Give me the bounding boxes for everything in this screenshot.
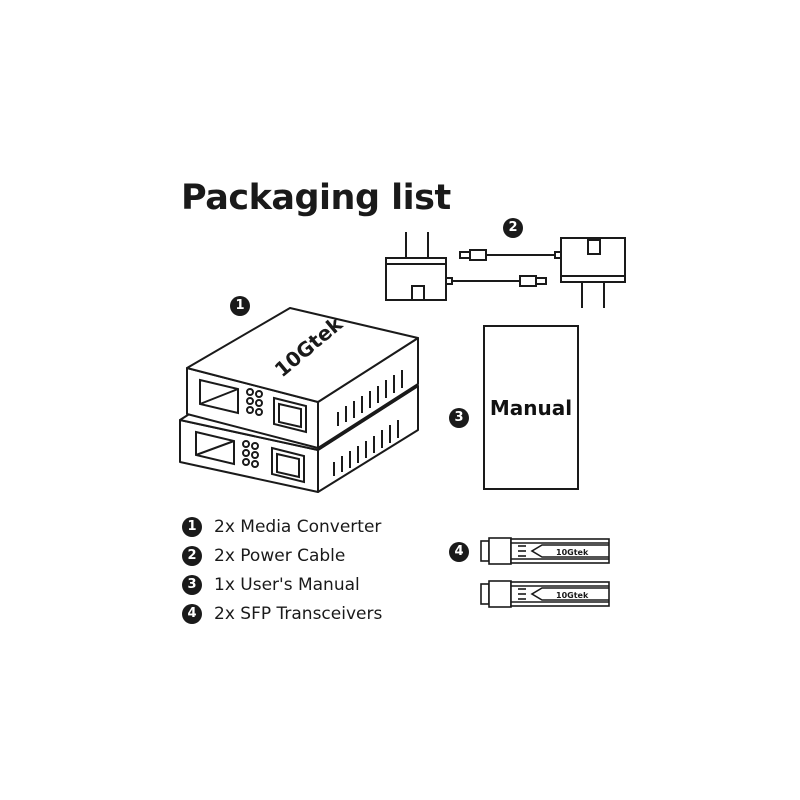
manual-label: Manual bbox=[489, 395, 573, 420]
badge-converter: 1 bbox=[230, 296, 250, 316]
badge-power-cable: 2 bbox=[503, 218, 523, 238]
legend-item: 1 2x Media Converter bbox=[182, 512, 382, 541]
sfp-brand-text-2: 10Gtek bbox=[556, 591, 589, 600]
page-title: Packaging list bbox=[181, 178, 451, 218]
badge-sfp: 4 bbox=[449, 542, 469, 562]
legend-item: 2 2x Power Cable bbox=[182, 541, 382, 570]
legend-item-text: 2x SFP Transceivers bbox=[214, 603, 383, 624]
sfp-brand-text-1: 10Gtek bbox=[556, 548, 589, 557]
legend-item-text: 1x User's Manual bbox=[214, 574, 360, 595]
legend-number-badge: 4 bbox=[182, 603, 202, 624]
legend-number-badge: 2 bbox=[182, 545, 202, 566]
legend-number-badge: 1 bbox=[182, 516, 202, 537]
legend-item: 3 1x User's Manual bbox=[182, 570, 382, 599]
manual-illustration: Manual bbox=[483, 325, 579, 490]
legend-item-text: 2x Power Cable bbox=[214, 545, 346, 566]
legend-item: 4 2x SFP Transceivers bbox=[182, 599, 382, 628]
badge-manual: 3 bbox=[449, 408, 469, 428]
legend-item-text: 2x Media Converter bbox=[214, 516, 382, 537]
legend-number-badge: 3 bbox=[182, 574, 202, 595]
packaging-legend: 1 2x Media Converter 2 2x Power Cable 3 … bbox=[182, 512, 382, 628]
